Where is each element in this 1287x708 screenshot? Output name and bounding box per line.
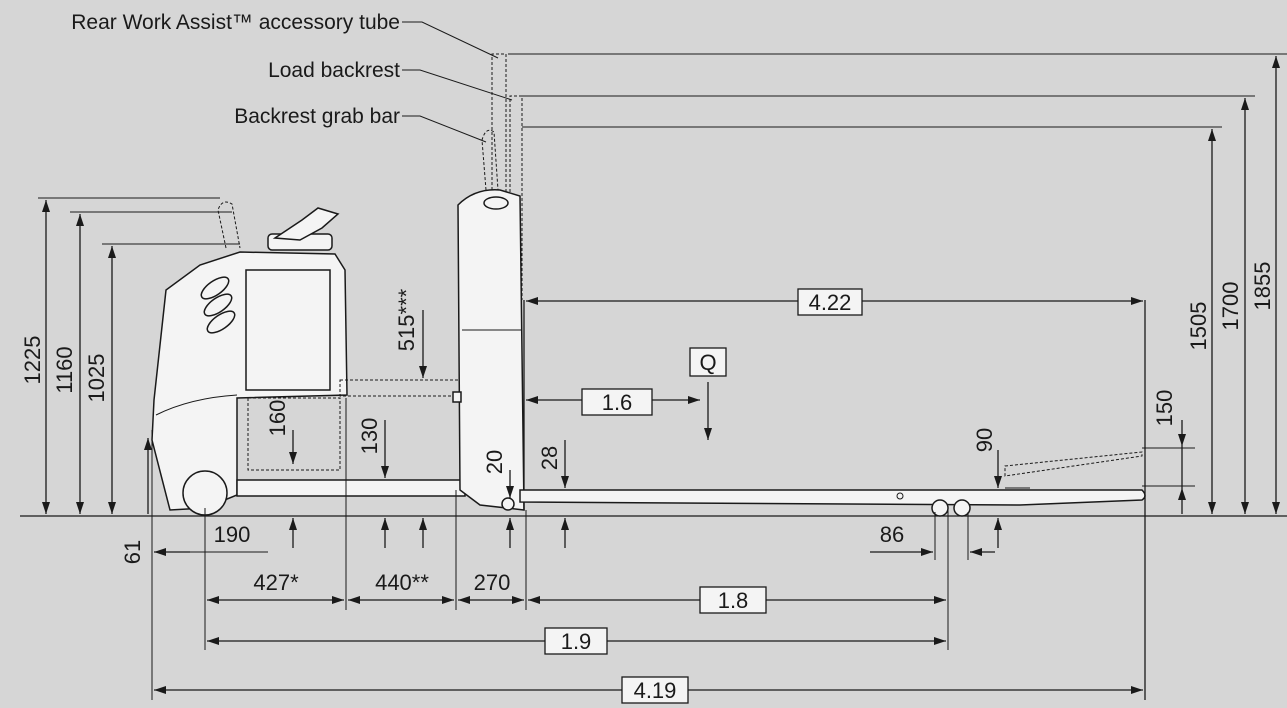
mast-cap [483, 196, 509, 210]
forks [519, 489, 1146, 506]
front-caster [501, 497, 515, 511]
dim-1700: 1700 [1218, 282, 1243, 331]
dim-1855: 1855 [1250, 262, 1275, 311]
dim-90: 90 [972, 428, 997, 452]
box-1-6 [581, 388, 653, 416]
height-dims-left [38, 197, 569, 548]
box-1-8 [699, 586, 767, 614]
rear-body-seam [155, 394, 238, 416]
operator-panel [245, 269, 331, 391]
dim-270: 270 [474, 570, 511, 595]
dim-20: 20 [482, 450, 507, 474]
dim-1505: 1505 [1186, 302, 1211, 351]
backrest-grab-bar [481, 129, 499, 191]
dim-515: 515*** [394, 288, 419, 351]
operator-platform [236, 479, 466, 497]
platform-side-panel [247, 397, 341, 471]
load-backrest [509, 95, 523, 300]
box-4-22 [797, 288, 863, 316]
callout-rear-work-assist: Rear Work Assist™ accessory tube [71, 11, 400, 34]
dim-130: 130 [357, 418, 382, 455]
dim-427: 427* [253, 570, 299, 595]
leader-load-backrest [402, 69, 513, 101]
dim-190: 190 [214, 522, 251, 547]
box-q [689, 347, 727, 377]
truck-outline [151, 53, 1146, 517]
mast-latch [452, 391, 462, 403]
dim-86: 86 [880, 522, 904, 547]
front-mast [457, 189, 525, 511]
rear-work-assist-tube [491, 53, 507, 192]
height-dims-right [508, 53, 1287, 700]
callout-load-backrest: Load backrest [268, 59, 400, 82]
dim-1025: 1025 [84, 354, 109, 403]
dim-150: 150 [1152, 390, 1177, 427]
load-wheel-1 [931, 499, 949, 517]
vent-2 [203, 293, 233, 317]
leader-rear-work-assist [402, 21, 499, 59]
vent-3 [206, 310, 236, 334]
label-q: Q [699, 350, 716, 375]
fork-pin [896, 492, 904, 500]
leader-backrest-grab-bar [402, 115, 487, 143]
side-gate-option [339, 379, 461, 397]
label-4-19: 4.19 [634, 678, 677, 703]
label-1-9: 1.9 [561, 629, 592, 654]
dim-1160: 1160 [52, 346, 77, 393]
dim-28: 28 [537, 446, 562, 470]
label-1-6: 1.6 [602, 390, 633, 415]
rear-grab-bar-option [217, 201, 241, 249]
fork-tip-raised [1004, 451, 1143, 477]
dim-440: 440** [375, 570, 429, 595]
steering-handle [272, 207, 340, 241]
dim-61: 61 [120, 540, 145, 564]
label-4-22: 4.22 [809, 290, 852, 315]
load-wheel-2 [953, 499, 971, 517]
dim-160: 160 [265, 400, 290, 437]
callout-backrest-grab-bar: Backrest grab bar [234, 105, 400, 128]
label-1-8: 1.8 [718, 588, 749, 613]
dim-1225: 1225 [20, 336, 45, 385]
box-4-19 [621, 676, 689, 704]
vent-1 [200, 276, 230, 300]
box-1-9 [544, 627, 608, 655]
